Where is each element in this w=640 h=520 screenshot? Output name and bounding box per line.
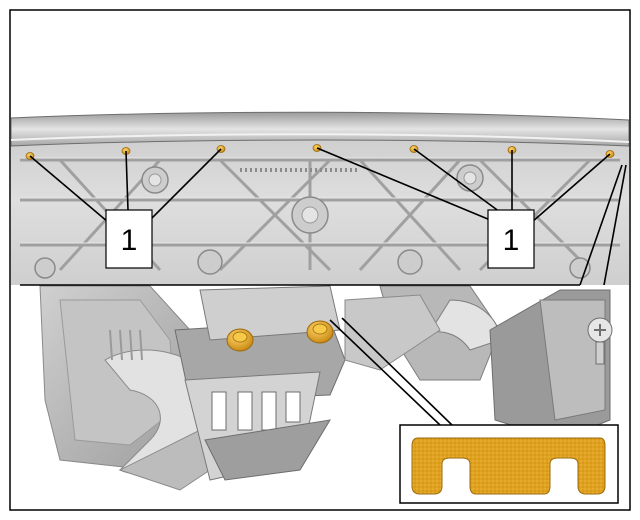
cover-panel xyxy=(10,111,630,285)
detail-leader xyxy=(329,319,441,426)
edge-leaders xyxy=(579,164,627,286)
retaining-clip-icon xyxy=(411,437,606,495)
callout-label: 1 xyxy=(503,224,520,257)
lower-assembly xyxy=(11,285,629,509)
screw-icon xyxy=(587,317,613,365)
callout-left: 1 xyxy=(105,209,153,269)
callout-right: 1 xyxy=(487,209,535,269)
gold-fastener-icon xyxy=(226,320,334,352)
leader-lines xyxy=(29,147,611,223)
clip-detail-inset xyxy=(399,424,619,504)
callout-label: 1 xyxy=(121,224,138,257)
